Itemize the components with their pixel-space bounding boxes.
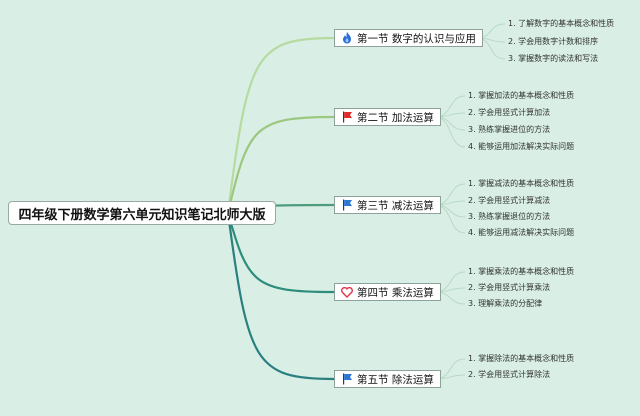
sub-item[interactable]: 4. 能够运用加法解决实际问题 bbox=[468, 142, 575, 151]
topic-title: 第一节 数字的认识与应用 bbox=[357, 32, 476, 45]
sub-item[interactable]: 1. 了解数字的基本概念和性质 bbox=[508, 19, 615, 28]
sub-item[interactable]: 1. 掌握加法的基本概念和性质 bbox=[468, 91, 575, 100]
blue-flag-icon bbox=[341, 199, 353, 211]
topic-node[interactable]: 第五节 除法运算 bbox=[334, 370, 441, 388]
topic-title: 第二节 加法运算 bbox=[357, 111, 434, 124]
topic-title: 第三节 减法运算 bbox=[357, 199, 434, 212]
sub-item[interactable]: 2. 学会用数字计数和排序 bbox=[508, 37, 599, 46]
sub-item[interactable]: 2. 学会用竖式计算减法 bbox=[468, 196, 551, 205]
sub-item[interactable]: 1. 掌握减法的基本概念和性质 bbox=[468, 179, 575, 188]
sub-item[interactable]: 3. 理解乘法的分配律 bbox=[468, 299, 543, 308]
sub-item[interactable]: 2. 学会用竖式计算除法 bbox=[468, 370, 551, 379]
sub-item[interactable]: 3. 熟练掌握退位的方法 bbox=[468, 212, 551, 221]
sub-item[interactable]: 2. 学会用竖式计算加法 bbox=[468, 108, 551, 117]
red-flag-icon bbox=[341, 111, 353, 123]
sub-item[interactable]: 1. 掌握乘法的基本概念和性质 bbox=[468, 267, 575, 276]
topic-node[interactable]: 第一节 数字的认识与应用 bbox=[334, 29, 483, 47]
topic-title: 第四节 乘法运算 bbox=[357, 286, 434, 299]
topic-node[interactable]: 第三节 减法运算 bbox=[334, 196, 441, 214]
sub-item[interactable]: 3. 掌握数字的读法和写法 bbox=[508, 54, 599, 63]
branch-connector bbox=[226, 36, 335, 214]
heart-icon bbox=[341, 286, 353, 298]
flame-icon bbox=[341, 32, 353, 44]
sub-item[interactable]: 2. 学会用竖式计算乘法 bbox=[468, 283, 551, 292]
branch-connector bbox=[226, 115, 335, 214]
sub-item[interactable]: 4. 能够运用减法解决实际问题 bbox=[468, 228, 575, 237]
branch-connector bbox=[226, 212, 335, 294]
root-title: 四年级下册数学第六单元知识笔记北师大版 bbox=[18, 207, 266, 223]
root-topic[interactable]: 四年级下册数学第六单元知识笔记北师大版 bbox=[8, 201, 276, 225]
sub-item[interactable]: 1. 掌握除法的基本概念和性质 bbox=[468, 354, 575, 363]
blue-flag-icon bbox=[341, 373, 353, 385]
topic-node[interactable]: 第二节 加法运算 bbox=[334, 108, 441, 126]
branch-connector bbox=[226, 212, 335, 381]
topic-node[interactable]: 第四节 乘法运算 bbox=[334, 283, 441, 301]
sub-item[interactable]: 3. 熟练掌握进位的方法 bbox=[468, 125, 551, 134]
topic-title: 第五节 除法运算 bbox=[357, 373, 434, 386]
